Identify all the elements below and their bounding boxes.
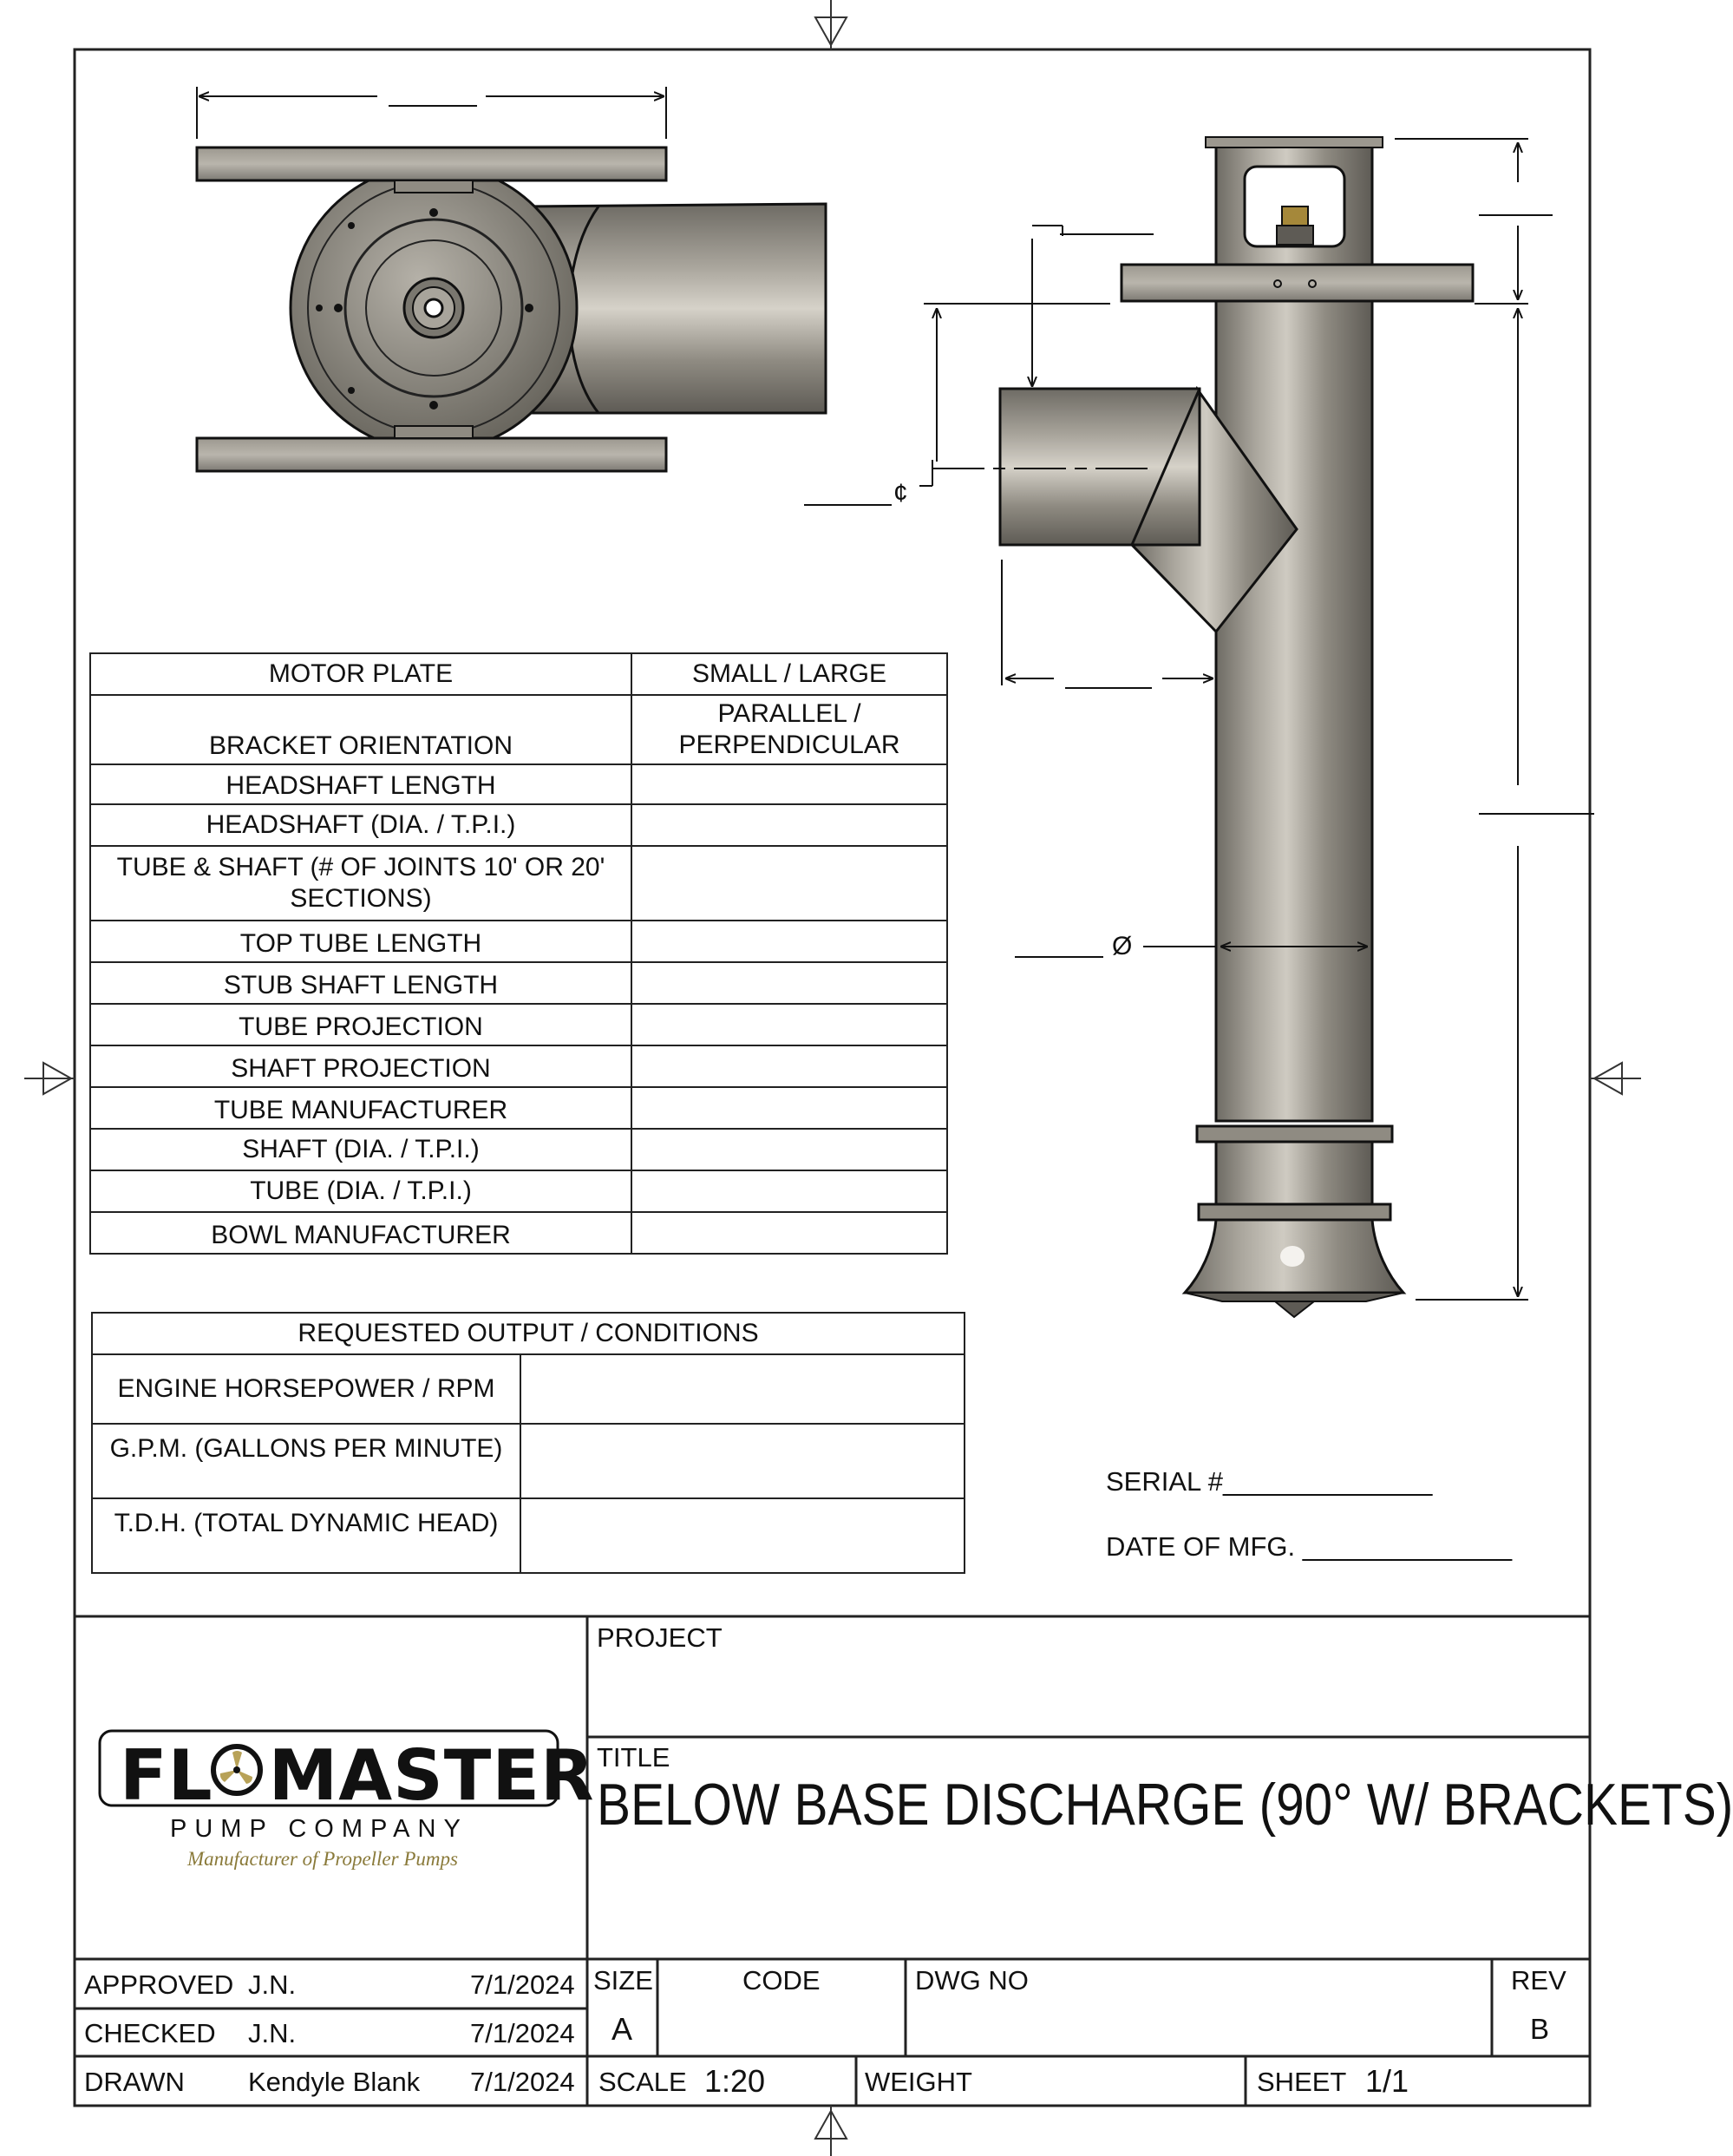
table-row: BRACKET ORIENTATION PARALLEL / PERPENDIC… bbox=[89, 694, 948, 765]
spec-value[interactable] bbox=[631, 763, 948, 805]
spec-label: TUBE PROJECTION bbox=[89, 1003, 632, 1046]
size-value: A bbox=[611, 2011, 633, 2047]
scale-label: SCALE bbox=[598, 2067, 687, 2097]
rev-value: B bbox=[1530, 2013, 1550, 2045]
dwg-no-label: DWG NO bbox=[915, 1965, 1029, 1995]
sheet-value: 1/1 bbox=[1365, 2063, 1409, 2099]
table-row: REQUESTED OUTPUT / CONDITIONS bbox=[91, 1312, 965, 1355]
table-row: SHAFT PROJECTION bbox=[89, 1045, 948, 1088]
output-table: REQUESTED OUTPUT / CONDITIONS ENGINE HOR… bbox=[91, 1312, 965, 1574]
output-label: T.D.H. (TOTAL DYNAMIC HEAD) bbox=[91, 1497, 521, 1574]
propeller-icon bbox=[211, 1744, 263, 1796]
size-label: SIZE bbox=[593, 1965, 653, 1995]
spec-label: HEADSHAFT (DIA. / T.P.I.) bbox=[89, 803, 632, 847]
logo-subtitle: PUMP COMPANY bbox=[170, 1815, 468, 1843]
spec-label: TUBE & SHAFT (# OF JOINTS 10' OR 20' SEC… bbox=[89, 845, 632, 921]
table-row: SHAFT (DIA. / T.P.I.) bbox=[89, 1128, 948, 1171]
drawn-label: DRAWN bbox=[84, 2067, 185, 2097]
spec-label: SHAFT (DIA. / T.P.I.) bbox=[89, 1128, 632, 1171]
table-row: TUBE PROJECTION bbox=[89, 1003, 948, 1046]
table-row: HEADSHAFT (DIA. / T.P.I.) bbox=[89, 803, 948, 847]
spec-label: MOTOR PLATE bbox=[89, 652, 632, 696]
date-of-mfg-field[interactable]: DATE OF MFG. ______________ bbox=[1106, 1531, 1513, 1562]
spec-label-line: SECTIONS) bbox=[290, 884, 432, 913]
spec-value-line: PERPENDICULAR bbox=[678, 731, 900, 759]
code-label: CODE bbox=[742, 1965, 821, 1995]
spec-value: SMALL / LARGE bbox=[631, 652, 948, 696]
spec-value[interactable] bbox=[631, 1086, 948, 1130]
table-row: TOP TUBE LENGTH bbox=[89, 920, 948, 963]
spec-label-line: TUBE & SHAFT (# OF JOINTS 10' OR 20' bbox=[116, 853, 605, 881]
approved-date: 7/1/2024 bbox=[470, 1969, 575, 2000]
spec-label: BRACKET ORIENTATION bbox=[89, 694, 632, 765]
front-view: ¢ Ø bbox=[804, 136, 1594, 1319]
title-block-grid bbox=[75, 1615, 1590, 2106]
spec-table: MOTOR PLATE SMALL / LARGE BRACKET ORIENT… bbox=[89, 652, 948, 1255]
table-row: T.D.H. (TOTAL DYNAMIC HEAD) bbox=[91, 1497, 965, 1574]
rev-label: REV bbox=[1511, 1965, 1566, 1995]
checked-by: J.N. bbox=[248, 2018, 297, 2048]
title-label: TITLE bbox=[597, 1742, 670, 1773]
table-row: G.P.M. (GALLONS PER MINUTE) bbox=[91, 1423, 965, 1499]
logo-tagline: Manufacturer of Propeller Pumps bbox=[187, 1848, 458, 1870]
spec-label: SHAFT PROJECTION bbox=[89, 1045, 632, 1088]
spec-value[interactable] bbox=[631, 920, 948, 963]
spec-label: TUBE MANUFACTURER bbox=[89, 1086, 632, 1130]
table-row: TUBE & SHAFT (# OF JOINTS 10' OR 20' SEC… bbox=[89, 845, 948, 921]
approved-by: J.N. bbox=[248, 1969, 297, 2000]
serial-field[interactable]: SERIAL #______________ bbox=[1106, 1466, 1433, 1497]
engineering-drawing: ¢ Ø bbox=[24, 0, 1641, 2156]
spec-label: BOWL MANUFACTURER bbox=[89, 1211, 632, 1255]
spec-value[interactable] bbox=[631, 1170, 948, 1213]
drawing-title: BELOW BASE DISCHARGE (90° W/ BRACKETS) bbox=[597, 1772, 1733, 1838]
table-row: ENGINE HORSEPOWER / RPM bbox=[91, 1353, 965, 1425]
table-row: STUB SHAFT LENGTH bbox=[89, 961, 948, 1005]
diameter-symbol: Ø bbox=[1112, 932, 1132, 960]
spec-label: HEADSHAFT LENGTH bbox=[89, 763, 632, 805]
spec-value[interactable] bbox=[631, 1211, 948, 1255]
zone-markers bbox=[24, 0, 1641, 2156]
spec-value[interactable] bbox=[631, 845, 948, 921]
spec-value: PARALLEL / PERPENDICULAR bbox=[631, 694, 948, 765]
output-value[interactable] bbox=[520, 1497, 965, 1574]
logo-word-left: FL bbox=[120, 1735, 213, 1816]
table-row: HEADSHAFT LENGTH bbox=[89, 763, 948, 805]
spec-value[interactable] bbox=[631, 803, 948, 847]
table-row: TUBE MANUFACTURER bbox=[89, 1086, 948, 1130]
output-label: G.P.M. (GALLONS PER MINUTE) bbox=[91, 1423, 521, 1499]
table-row: BOWL MANUFACTURER bbox=[89, 1211, 948, 1255]
spec-label: STUB SHAFT LENGTH bbox=[89, 961, 632, 1005]
sheet-label: SHEET bbox=[1257, 2067, 1347, 2097]
checked-label: CHECKED bbox=[84, 2018, 216, 2048]
spec-label: TUBE (DIA. / T.P.I.) bbox=[89, 1170, 632, 1213]
centerline-symbol: ¢ bbox=[893, 479, 908, 508]
spec-value[interactable] bbox=[631, 1128, 948, 1171]
table-row: TUBE (DIA. / T.P.I.) bbox=[89, 1170, 948, 1213]
spec-value[interactable] bbox=[631, 1045, 948, 1088]
spec-value[interactable] bbox=[631, 1003, 948, 1046]
logo-frame bbox=[98, 1729, 559, 1807]
output-value[interactable] bbox=[520, 1423, 965, 1499]
project-label: PROJECT bbox=[597, 1622, 723, 1653]
logo-wordmark: FL MASTER bbox=[120, 1735, 595, 1816]
output-table-header: REQUESTED OUTPUT / CONDITIONS bbox=[91, 1312, 965, 1355]
output-value[interactable] bbox=[520, 1353, 965, 1425]
top-view bbox=[195, 87, 827, 473]
weight-label: WEIGHT bbox=[865, 2067, 972, 2097]
scale-value: 1:20 bbox=[704, 2063, 766, 2099]
output-label: ENGINE HORSEPOWER / RPM bbox=[91, 1353, 521, 1425]
drawn-by: Kendyle Blank bbox=[248, 2067, 421, 2097]
spec-value[interactable] bbox=[631, 961, 948, 1005]
spec-label: TOP TUBE LENGTH bbox=[89, 920, 632, 963]
logo-word-right: MASTER bbox=[268, 1735, 595, 1816]
spec-value-line: PARALLEL / bbox=[717, 699, 861, 728]
table-row: MOTOR PLATE SMALL / LARGE bbox=[89, 652, 948, 696]
approved-label: APPROVED bbox=[84, 1969, 234, 2000]
checked-date: 7/1/2024 bbox=[470, 2018, 575, 2048]
drawn-date: 7/1/2024 bbox=[470, 2067, 575, 2097]
